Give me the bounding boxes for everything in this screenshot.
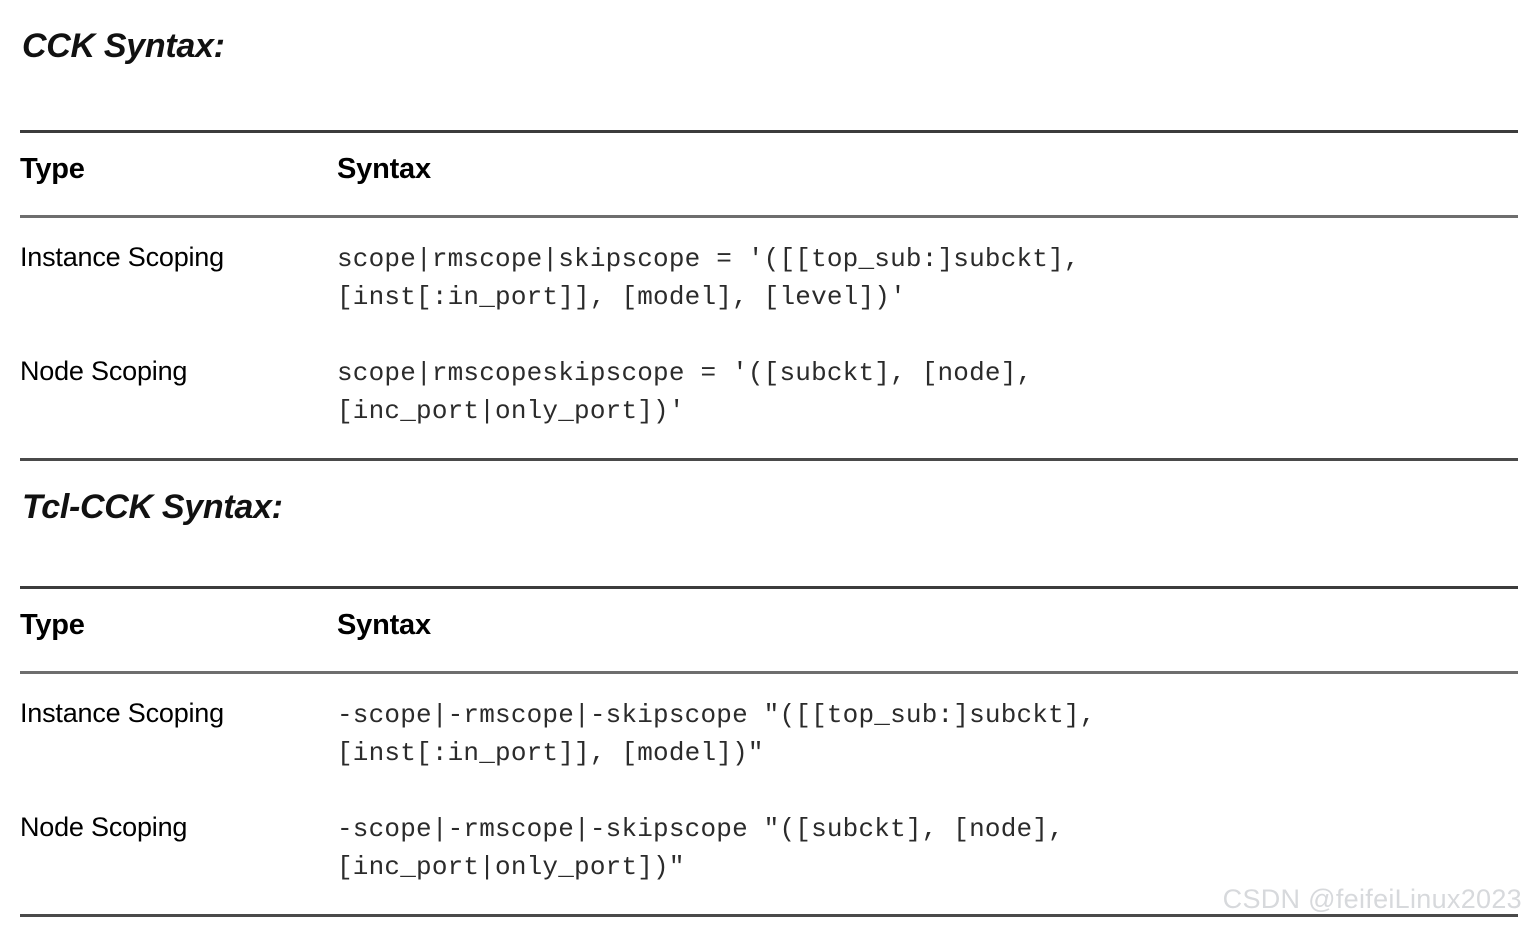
watermark-credit: CSDN @feifeiLinux2023: [1222, 884, 1522, 914]
table-header-rule: [20, 671, 1518, 674]
table-body: Instance Scoping scope|rmscope|skipscope…: [20, 218, 1518, 458]
table-row: Instance Scoping -scope|-rmscope|-skipsc…: [20, 674, 1518, 772]
table-header-row: Type Syntax: [20, 133, 1518, 215]
column-header-syntax: Syntax: [337, 153, 431, 185]
table-body: Instance Scoping -scope|-rmscope|-skipsc…: [20, 674, 1518, 914]
row-label-instance-scoping: Instance Scoping: [20, 242, 224, 272]
table-header-rule: [20, 215, 1518, 218]
row-label-node-scoping: Node Scoping: [20, 356, 188, 386]
table-row: Instance Scoping scope|rmscope|skipscope…: [20, 218, 1518, 316]
table-top-rule: [20, 130, 1518, 133]
row-syntax-instance-scoping: scope|rmscope|skipscope = '([[top_sub:]s…: [337, 244, 1080, 312]
column-header-type: Type: [20, 153, 85, 185]
table-bottom-rule: [20, 458, 1518, 461]
section-heading-tcl-cck: Tcl-CCK Syntax:: [22, 488, 283, 526]
table-tcl-cck-syntax: Type Syntax Instance Scoping -scope|-rms…: [20, 586, 1518, 917]
table-top-rule: [20, 586, 1518, 589]
table-header-row: Type Syntax: [20, 589, 1518, 671]
row-syntax-node-scoping: scope|rmscopeskipscope = '([subckt], [no…: [337, 358, 1033, 426]
table-row: Node Scoping scope|rmscopeskipscope = '(…: [20, 316, 1518, 458]
column-header-type: Type: [20, 609, 85, 641]
row-syntax-node-scoping: -scope|-rmscope|-skipscope "([subckt], […: [337, 814, 1064, 882]
table-bottom-rule: [20, 914, 1518, 917]
row-syntax-instance-scoping: -scope|-rmscope|-skipscope "([[top_sub:]…: [337, 700, 1096, 768]
row-label-instance-scoping: Instance Scoping: [20, 698, 224, 728]
table-cck-syntax: Type Syntax Instance Scoping scope|rmsco…: [20, 130, 1518, 461]
column-header-syntax: Syntax: [337, 609, 431, 641]
table-row: Node Scoping -scope|-rmscope|-skipscope …: [20, 772, 1518, 914]
row-label-node-scoping: Node Scoping: [20, 812, 188, 842]
section-heading-cck: CCK Syntax:: [22, 27, 225, 65]
